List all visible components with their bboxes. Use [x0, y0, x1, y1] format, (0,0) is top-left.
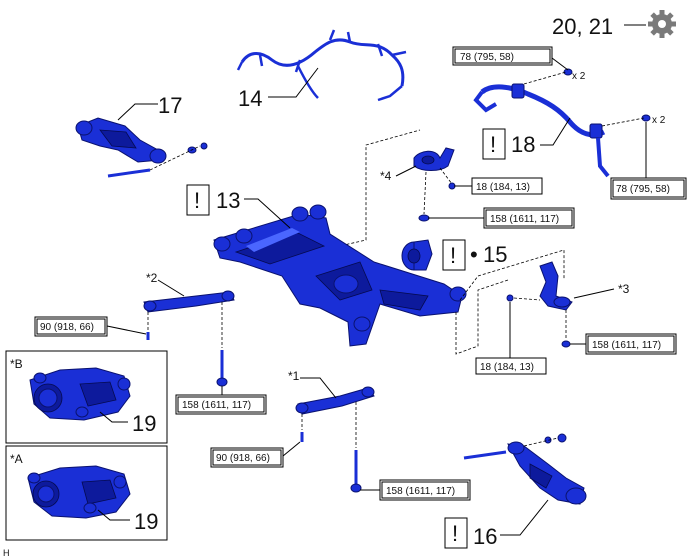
- dash-17: [149, 145, 201, 171]
- svg-text:158 (1611, 117): 158 (1611, 117): [386, 486, 455, 497]
- marker-2: *2: [146, 271, 158, 285]
- qty-x2-top: x 2: [572, 71, 586, 82]
- leader-3: [573, 288, 615, 299]
- part-bracket-3: [506, 261, 573, 348]
- torque-box-78-top: 78 (795, 58): [452, 46, 553, 66]
- callout-15: 15: [483, 242, 507, 267]
- part-17-upper-control-arm: [75, 117, 208, 178]
- svg-text:18 (184, 13): 18 (184, 13): [480, 362, 534, 373]
- leader-90-left: [106, 325, 147, 335]
- dash-16: [523, 437, 559, 447]
- torque-box-158-bottom: 158 (1611, 117): [379, 479, 471, 501]
- dash-13-4: [321, 129, 421, 251]
- callout-19-a: 19: [134, 509, 158, 534]
- svg-text:90 (918, 66): 90 (918, 66): [216, 453, 270, 464]
- svg-text:!: !: [450, 243, 456, 268]
- svg-text:18 (184, 13): 18 (184, 13): [476, 182, 530, 193]
- caution-icon: !: [444, 517, 468, 549]
- dash-3a: [513, 297, 541, 301]
- leader-4: [395, 165, 417, 177]
- svg-text:!: !: [490, 132, 496, 157]
- leader-18: [540, 117, 571, 146]
- dash-18a: [523, 71, 567, 85]
- part-15-bushing: [401, 239, 433, 271]
- dash-13-3b: [455, 279, 509, 355]
- dash-13-3a: [459, 249, 565, 301]
- callout-13: 13: [216, 188, 240, 213]
- part-13-rear-suspension-member: [213, 204, 467, 347]
- marker-4: *4: [380, 169, 392, 183]
- leader-1: [300, 377, 337, 399]
- leader-14: [268, 67, 319, 98]
- torque-box-18-bottom: 18 (184, 13): [475, 357, 547, 375]
- part-14-wire-harness: [236, 29, 407, 102]
- marker-b: *B: [10, 357, 23, 371]
- callout-19-b: 19: [132, 411, 156, 436]
- leader-17: [117, 103, 158, 121]
- torque-box-18-top: 18 (184, 13): [471, 177, 543, 195]
- callout-16: 16: [473, 524, 497, 549]
- caution-icon: !: [482, 128, 506, 160]
- callout-20-21: 20, 21: [552, 14, 613, 39]
- leader-2: [157, 279, 185, 297]
- svg-text:158 (1611, 117): 158 (1611, 117): [490, 214, 559, 225]
- qty-x2-right: x 2: [652, 115, 666, 126]
- part-16-lower-control-arm: [463, 433, 587, 505]
- dash-4b: [423, 171, 427, 215]
- caution-icon: !: [442, 239, 466, 271]
- torque-box-158-mid: 158 (1611, 117): [175, 394, 267, 415]
- svg-text:78 (795, 58): 78 (795, 58): [616, 184, 670, 195]
- leader-13: [244, 198, 291, 229]
- torque-box-90-left: 90 (918, 66): [34, 316, 108, 337]
- svg-text:158 (1611, 117): 158 (1611, 117): [592, 340, 661, 351]
- callout-17: 17: [158, 93, 182, 118]
- callout-18: 18: [511, 132, 535, 157]
- svg-text:78 (795, 58): 78 (795, 58): [460, 52, 514, 63]
- torque-box-78-right: 78 (795, 58): [610, 177, 687, 200]
- leader-16: [500, 499, 549, 536]
- bullet-15: •: [470, 242, 478, 267]
- part-bracket-4: [413, 147, 456, 222]
- marker-1: *1: [288, 369, 300, 383]
- part-18-stabilizer-bar: [473, 68, 651, 178]
- leader-78-top: [551, 57, 569, 71]
- torque-box-158-right: 158 (1611, 117): [585, 333, 677, 355]
- svg-text:158 (1611, 117): 158 (1611, 117): [182, 400, 251, 411]
- torque-box-158-top: 158 (1611, 117): [483, 207, 575, 229]
- svg-text:!: !: [452, 521, 458, 546]
- part-lower-arm-2: [143, 290, 235, 387]
- part-lower-arm-1: [295, 386, 375, 493]
- dash-18b: [601, 117, 645, 127]
- marker-a: *A: [10, 452, 23, 466]
- gear-icon: [648, 10, 676, 38]
- inset-a-differential: *A 19: [5, 445, 168, 541]
- marker-3: *3: [618, 282, 630, 296]
- illustration-code: H: [3, 548, 10, 558]
- leader-90-center: [282, 441, 301, 457]
- svg-text:!: !: [194, 188, 200, 213]
- svg-text:90 (918, 66): 90 (918, 66): [40, 322, 94, 333]
- torque-box-90-center: 90 (918, 66): [210, 447, 284, 468]
- callout-14: 14: [238, 86, 262, 111]
- dash-4a: [439, 167, 453, 185]
- caution-icon: !: [186, 184, 210, 216]
- inset-b-differential: *B 19: [5, 350, 168, 444]
